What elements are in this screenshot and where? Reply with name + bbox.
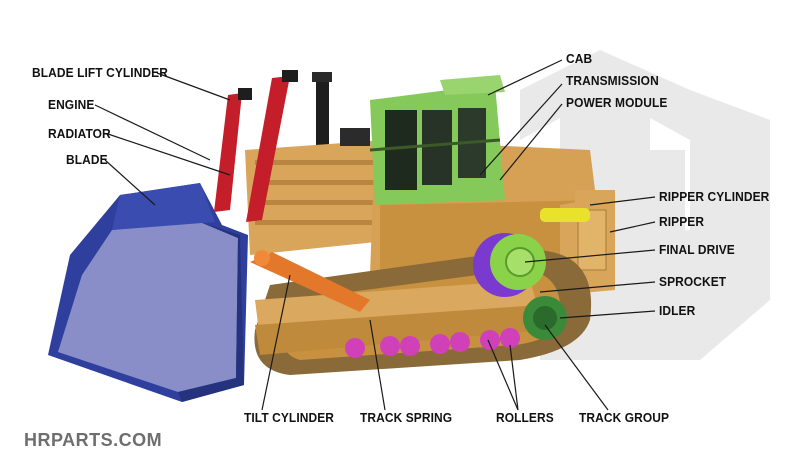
sprocket-final-drive [473, 233, 546, 297]
label-rollers: ROLLERS [496, 410, 554, 425]
label-blade-lift-cylinder: BLADE LIFT CYLINDER [32, 65, 168, 80]
label-sprocket: SPROCKET [659, 274, 727, 289]
label-idler: IDLER [659, 303, 696, 318]
label-radiator: RADIATOR [48, 126, 111, 141]
label-transmission: TRANSMISSION [566, 73, 659, 88]
label-power-module: POWER MODULE [566, 95, 668, 110]
blade-lift-cylinders [214, 70, 298, 222]
leader-lines [94, 59, 656, 411]
label-ripper: RIPPER [659, 214, 705, 229]
idler [523, 296, 567, 340]
rollers [345, 328, 520, 358]
engine-compartment [245, 128, 395, 255]
label-final-drive: FINAL DRIVE [659, 242, 735, 257]
tilt-cylinder [250, 250, 370, 312]
label-track-group: TRACK GROUP [579, 410, 670, 425]
label-cab: CAB [566, 51, 593, 66]
label-blade: BLADE [66, 152, 108, 167]
blade [48, 183, 248, 402]
cab [369, 75, 505, 205]
label-track-spring: TRACK SPRING [360, 410, 453, 425]
exhaust-stack [312, 72, 332, 158]
label-engine: ENGINE [48, 97, 95, 112]
label-ripper-cylinder: RIPPER CYLINDER [659, 189, 770, 204]
brand-wordmark: HRPARTS.COM [24, 430, 163, 450]
label-tilt-cylinder: TILT CYLINDER [244, 410, 335, 425]
